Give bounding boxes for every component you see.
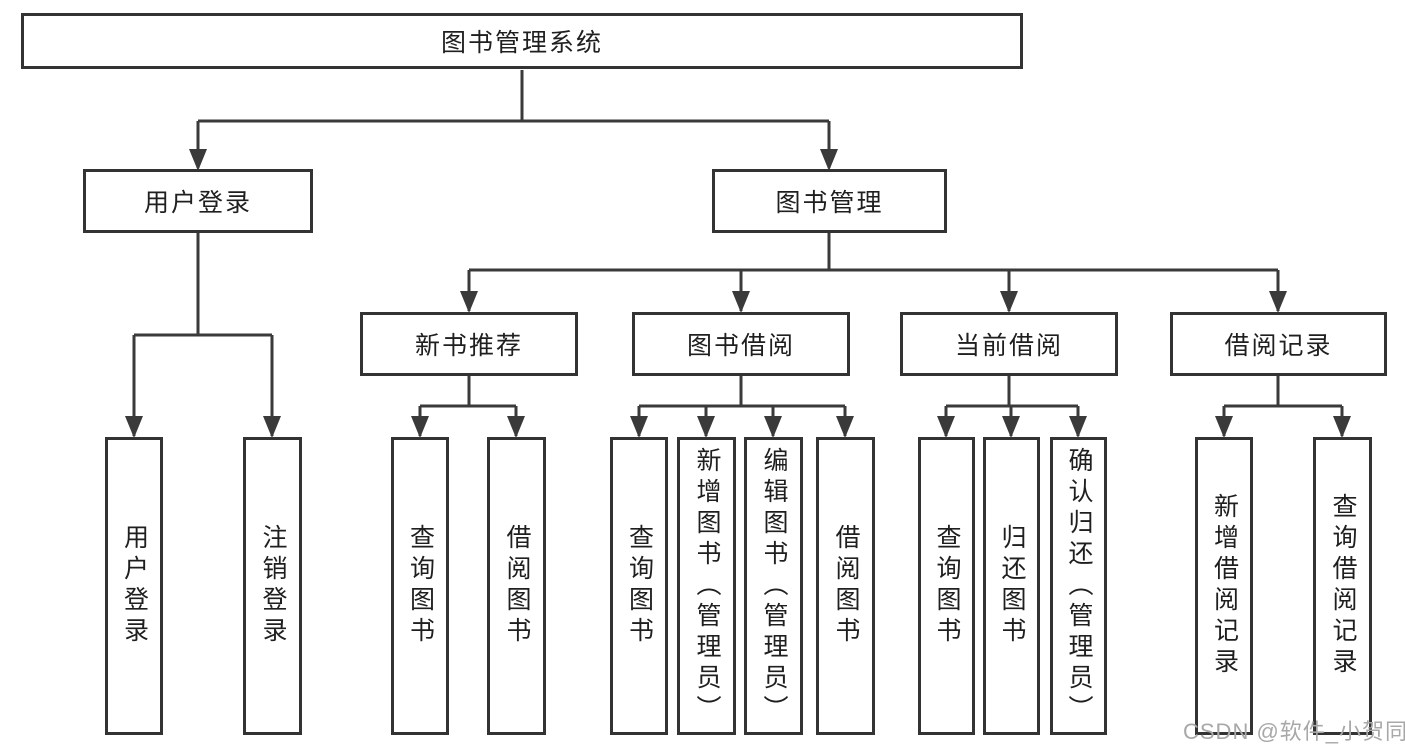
node-user-login: 用户登录	[83, 169, 313, 233]
leaf-return-book-label: 归还图书	[998, 524, 1026, 648]
node-root-label: 图书管理系统	[440, 29, 603, 57]
leaf-user-login-label: 用户登录	[120, 524, 149, 648]
leaf-query-borrow-record-label: 查询借阅记录	[1329, 493, 1357, 679]
leaf-recommend-query-book-label: 查询图书	[406, 524, 435, 648]
connector-segments	[132, 70, 1344, 436]
leaf-borrow-query-book: 查询图书	[610, 437, 668, 735]
leaf-borrow-query-book-label: 查询图书	[625, 524, 654, 648]
leaf-current-query-book-label: 查询图书	[933, 524, 961, 648]
leaf-add-borrow-record-label: 新增借阅记录	[1210, 493, 1239, 679]
leaf-edit-book-admin-label: 编辑图书（管理员）	[760, 446, 788, 726]
node-borrow-record-label: 借阅记录	[1224, 332, 1333, 360]
leaf-logout: 注销登录	[243, 437, 302, 735]
leaf-borrow-book: 借阅图书	[816, 437, 875, 735]
node-current-borrow-label: 当前借阅	[954, 332, 1063, 360]
node-new-book-recommend-label: 新书推荐	[414, 332, 523, 360]
leaf-recommend-borrow-book: 借阅图书	[487, 437, 546, 735]
node-new-book-recommend: 新书推荐	[360, 312, 578, 376]
leaf-edit-book-admin: 编辑图书（管理员）	[744, 437, 803, 735]
node-current-borrow: 当前借阅	[900, 312, 1118, 376]
node-root: 图书管理系统	[21, 13, 1023, 69]
arrowheads	[125, 149, 1351, 438]
node-book-management-label: 图书管理	[775, 189, 884, 217]
leaf-user-login: 用户登录	[105, 437, 163, 735]
leaf-add-book-admin-label: 新增图书（管理员）	[693, 446, 721, 726]
node-borrow-record: 借阅记录	[1170, 312, 1387, 376]
node-book-borrow: 图书借阅	[632, 312, 850, 376]
node-book-management: 图书管理	[712, 169, 947, 233]
leaf-return-book: 归还图书	[983, 437, 1040, 735]
csdn-watermark: CSDN @软件_小贺同学	[1183, 719, 1405, 744]
leaf-confirm-return-admin: 确认归还（管理员）	[1050, 437, 1107, 735]
node-book-borrow-label: 图书借阅	[686, 332, 795, 360]
leaf-confirm-return-admin-label: 确认归还（管理员）	[1065, 446, 1093, 726]
leaf-add-borrow-record: 新增借阅记录	[1195, 437, 1253, 735]
leaf-logout-label: 注销登录	[259, 524, 287, 648]
node-user-login-label: 用户登录	[143, 189, 252, 217]
leaf-borrow-book-label: 借阅图书	[832, 524, 860, 648]
leaf-recommend-query-book: 查询图书	[391, 437, 449, 735]
leaf-query-borrow-record: 查询借阅记录	[1313, 437, 1372, 735]
leaf-current-query-book: 查询图书	[918, 437, 975, 735]
leaf-recommend-borrow-book-label: 借阅图书	[503, 524, 531, 648]
leaf-add-book-admin: 新增图书（管理员）	[677, 437, 736, 735]
